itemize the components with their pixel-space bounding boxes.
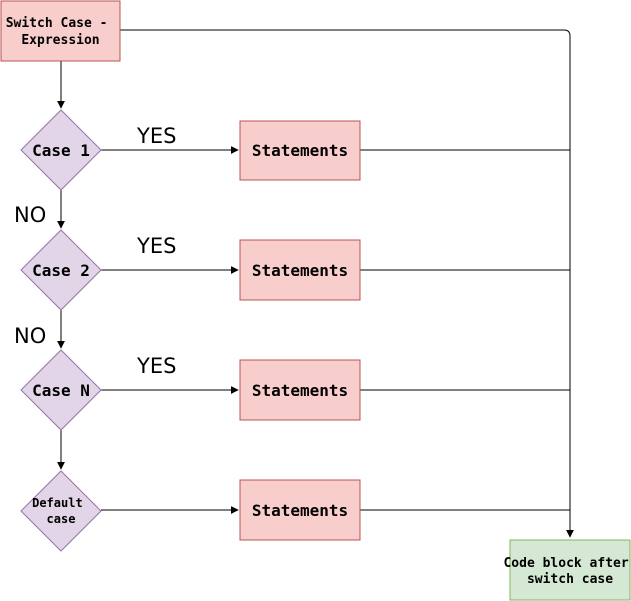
- decision-case-1: Case 1: [20, 109, 102, 191]
- no-label-case-2: NO: [14, 324, 46, 348]
- end-node-line-1: Code block after: [503, 556, 628, 571]
- statements-box-3-label: Statements: [252, 381, 348, 400]
- start-node-line-1: Switch Case -: [6, 16, 108, 31]
- no-label-case-1: NO: [14, 203, 46, 227]
- decision-default-line-2: case: [47, 512, 76, 526]
- svg-text:Default case: Default case: [32, 496, 90, 526]
- svg-text:Switch Case - Expression: Switch Case - Expression: [6, 16, 116, 48]
- statements-box-4: Statements: [239, 479, 361, 541]
- yes-label-case-1: YES: [136, 124, 176, 148]
- statements-box-4-label: Statements: [252, 501, 348, 520]
- statements-box-2: Statements: [239, 239, 361, 301]
- svg-text:Code block after switch: Code block after switch case: [503, 556, 631, 587]
- statements-box-2-label: Statements: [252, 261, 348, 280]
- statements-box-1: Statements: [239, 120, 361, 181]
- yes-label-case-n: YES: [136, 354, 176, 378]
- decision-case-n-label: Case N: [32, 381, 90, 400]
- end-node-line-2: switch case: [527, 572, 613, 587]
- connectors: [57, 29, 574, 538]
- decision-default-case: Default case: [20, 470, 102, 552]
- edge-start-to-end-bus: [120, 29, 574, 538]
- statements-box-1-label: Statements: [252, 141, 348, 160]
- start-node: Switch Case - Expression: [0, 0, 121, 62]
- decision-case-1-label: Case 1: [32, 141, 90, 160]
- yes-label-case-2: YES: [136, 234, 176, 258]
- statements-box-3: Statements: [239, 359, 361, 421]
- end-node: Code block after switch case: [503, 539, 631, 601]
- decision-case-n: Case N: [20, 349, 102, 431]
- decision-default-line-1: Default: [32, 496, 83, 510]
- decision-case-2: Case 2: [20, 229, 102, 311]
- decision-case-2-label: Case 2: [32, 261, 90, 280]
- start-node-line-2: Expression: [21, 33, 99, 48]
